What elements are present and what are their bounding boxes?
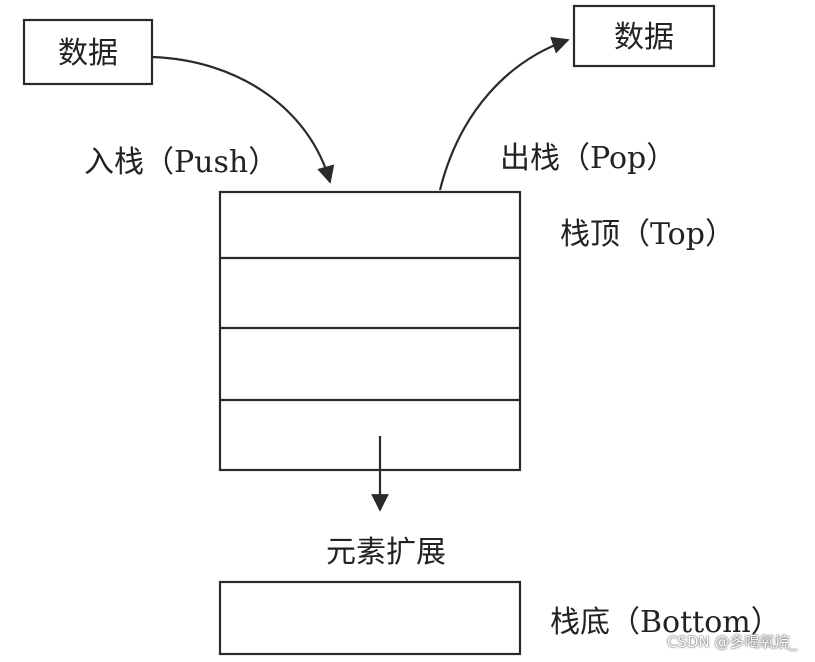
stack-body — [218, 190, 522, 472]
stack-bottom-box — [218, 580, 522, 656]
pop-arrow — [438, 36, 570, 191]
push-label: 入栈（Push） — [84, 145, 278, 180]
pop-label: 出栈（Pop） — [500, 141, 676, 176]
data-box-in-label: 数据 — [58, 36, 118, 71]
push-arrow — [151, 55, 335, 184]
top-label: 栈顶（Top） — [560, 217, 735, 252]
watermark: CSDN @多喝氧烷_ — [666, 633, 797, 651]
expand-label: 元素扩展 — [326, 535, 446, 570]
data-box-in: 数据 — [22, 18, 154, 86]
data-box-out: 数据 — [572, 4, 716, 68]
data-box-out-label: 数据 — [614, 20, 674, 55]
bottom-label: 栈底（Bottom） — [550, 605, 781, 640]
